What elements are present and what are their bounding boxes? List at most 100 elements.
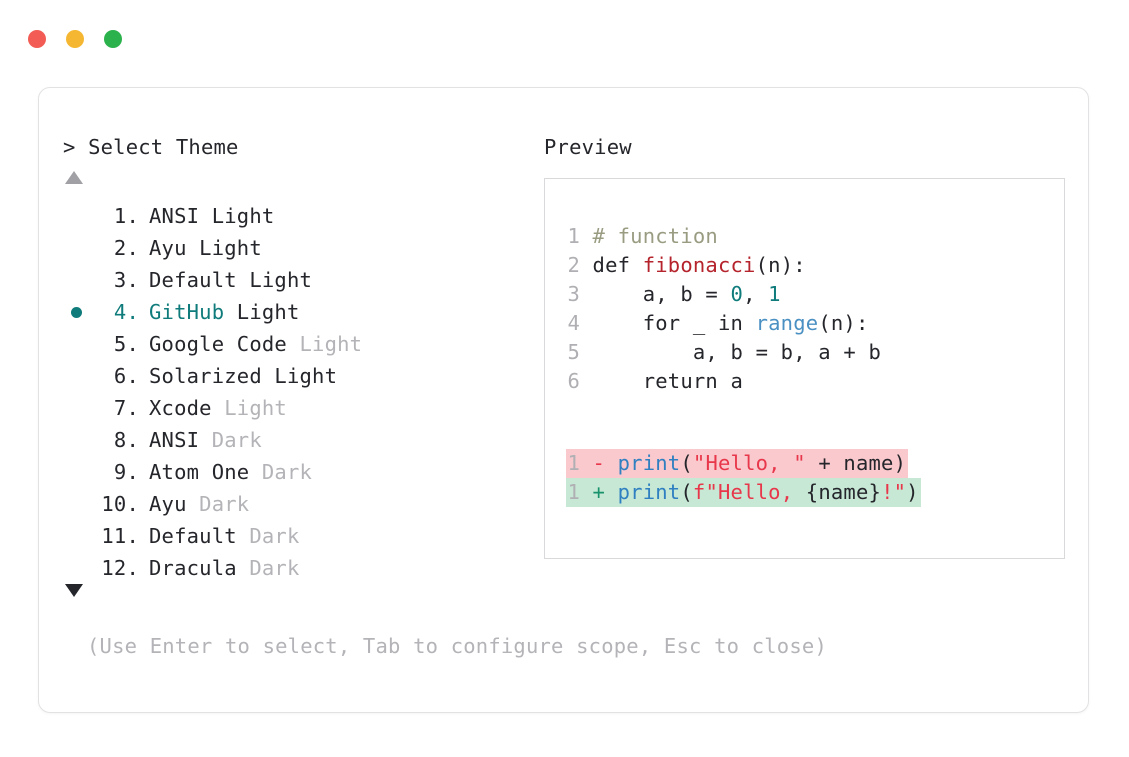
theme-item-number: 1. <box>101 204 139 228</box>
triangle-up-icon[interactable] <box>65 171 83 189</box>
theme-list-item[interactable]: 6.Solarized Light <box>63 360 533 392</box>
theme-item-variant: Light <box>236 268 313 292</box>
code-token: ( <box>680 480 693 504</box>
code-token: + name) <box>805 451 907 475</box>
code-token: def <box>592 253 643 277</box>
triangle-down-icon[interactable] <box>65 584 83 602</box>
theme-list-item[interactable]: 8. ANSI Dark <box>63 424 533 456</box>
window-traffic-lights <box>28 30 122 48</box>
theme-item-number: 12. <box>101 556 139 580</box>
theme-item-number: 2. <box>101 236 139 260</box>
theme-item-label: Dracula Dark <box>149 556 300 580</box>
minimize-window-button[interactable] <box>66 30 84 48</box>
theme-item-variant: Dark <box>236 556 300 580</box>
code-line-number: 3 <box>567 282 580 306</box>
diff-line-number: 1 <box>567 480 580 504</box>
theme-item-label: GitHub Light <box>149 300 300 324</box>
code-line: 4 for _ in range(n): <box>566 309 1046 338</box>
theme-item-number: 7. <box>101 396 139 420</box>
theme-list-item[interactable]: 1. ANSI Light <box>63 200 533 232</box>
diff-sample: 1 - print("Hello, " + name)1 + print(f"H… <box>566 449 1006 507</box>
theme-list-item[interactable]: 5. Google Code Light <box>63 328 533 360</box>
theme-item-number: 9. <box>101 460 139 484</box>
theme-list-item[interactable]: 3. Default Light <box>63 264 533 296</box>
code-line: 1 # function <box>566 222 1046 251</box>
code-token: # function <box>592 224 718 248</box>
theme-list-item[interactable]: 11. Default Dark <box>63 520 533 552</box>
theme-list-item[interactable]: 2. Ayu Light <box>63 232 533 264</box>
code-line: 3 a, b = 0, 1 <box>566 280 1046 309</box>
theme-item-variant: Dark <box>199 428 262 452</box>
keyboard-hint-text: (Use Enter to select, Tab to configure s… <box>87 634 827 658</box>
code-token: ) <box>906 480 919 504</box>
theme-item-number: 4. <box>101 300 139 324</box>
code-token: "Hello, " <box>692 451 806 475</box>
code-token: , <box>743 282 769 306</box>
theme-item-label: ANSI Light <box>149 204 275 228</box>
code-line: 5 a, b = b, a + b <box>566 338 1046 367</box>
code-token: (n): <box>818 311 869 335</box>
code-token: return a <box>592 369 744 393</box>
theme-item-variant: Light <box>286 332 363 356</box>
code-token: !" <box>881 480 907 504</box>
code-token: 1 <box>768 282 781 306</box>
theme-item-label: Atom One Dark <box>149 460 313 484</box>
code-token: print <box>617 480 681 504</box>
code-token: for _ in <box>592 311 756 335</box>
theme-item-number: 3. <box>101 268 139 292</box>
select-theme-prompt: > Select Theme <box>63 135 239 159</box>
diff-line-minus: 1 - print("Hello, " + name) <box>566 449 909 478</box>
theme-item-label: Xcode Light <box>149 396 287 420</box>
diff-sign: + <box>592 480 606 504</box>
diff-line-number: 1 <box>567 451 580 475</box>
theme-item-variant: Light <box>199 204 275 228</box>
theme-picker-card: > Select Theme 1. ANSI Light 2. Ayu Light … <box>38 87 1089 713</box>
close-window-button[interactable] <box>28 30 46 48</box>
theme-list-item[interactable]: 4. GitHub Light <box>63 296 533 328</box>
theme-item-number: 10. <box>101 492 139 516</box>
theme-item-variant: Light <box>211 396 287 420</box>
theme-list-item[interactable]: 7. Xcode Light <box>63 392 533 424</box>
maximize-window-button[interactable] <box>104 30 122 48</box>
theme-item-number: 5. <box>101 332 139 356</box>
theme-item-label: Default Dark <box>149 524 300 548</box>
code-line-number: 6 <box>567 369 580 393</box>
theme-item-label: Ayu Light <box>149 236 262 260</box>
code-line-number: 2 <box>567 253 580 277</box>
theme-item-label: ANSI Dark <box>149 428 262 452</box>
theme-item-number: 8. <box>101 428 139 452</box>
diff-sign: - <box>592 451 606 475</box>
theme-item-number: 11. <box>101 524 139 548</box>
code-line: 2 def fibonacci(n): <box>566 251 1046 280</box>
theme-item-label: Default Light <box>149 268 313 292</box>
diff-line-plus: 1 + print(f"Hello, {name}!") <box>566 478 921 507</box>
theme-list[interactable]: 1. ANSI Light 2. Ayu Light 3. Default Light… <box>63 200 533 584</box>
theme-item-variant: Dark <box>236 524 300 548</box>
code-token: {name} <box>805 480 882 504</box>
theme-item-variant: Dark <box>186 492 250 516</box>
theme-list-item[interactable]: 10. Ayu Dark <box>63 488 533 520</box>
theme-item-variant: Light <box>186 236 262 260</box>
code-line-number: 4 <box>567 311 580 335</box>
code-token: ( <box>680 451 693 475</box>
theme-list-item[interactable]: 12. Dracula Dark <box>63 552 533 584</box>
code-line-number: 5 <box>567 340 580 364</box>
code-token: fibonacci <box>642 253 756 277</box>
theme-item-variant: Dark <box>249 460 313 484</box>
code-token: (n): <box>755 253 806 277</box>
theme-item-label: Ayu Dark <box>149 492 250 516</box>
selected-bullet-icon <box>71 307 82 318</box>
theme-item-label: Google Code Light <box>149 332 363 356</box>
code-line-number: 1 <box>567 224 580 248</box>
code-token: range <box>755 311 819 335</box>
theme-list-item[interactable]: 9. Atom One Dark <box>63 456 533 488</box>
code-token: 0 <box>730 282 744 306</box>
preview-heading: Preview <box>544 135 632 159</box>
code-token: print <box>617 451 681 475</box>
code-token: f"Hello, <box>692 480 806 504</box>
theme-item-number: 6. <box>101 364 139 388</box>
code-line: 6 return a <box>566 367 1046 396</box>
